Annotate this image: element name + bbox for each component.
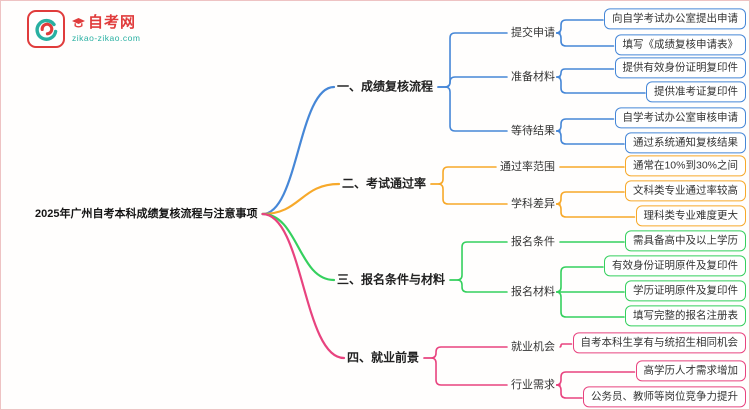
leaf-topic: 文科类专业通过率较高 [625, 180, 746, 202]
connector-line [423, 346, 508, 359]
sub-topic: 报名材料 [511, 286, 555, 298]
connector-line [555, 130, 625, 145]
sub-topic: 报名条件 [511, 236, 555, 248]
connector-line [556, 68, 615, 78]
connector-line [430, 166, 497, 185]
site-name: 自考网 [88, 14, 137, 32]
leaf-topic: 填写完整的报名注册表 [625, 305, 746, 327]
connector-line [555, 291, 625, 318]
leaf-topic: 通过系统通知复核结果 [625, 132, 746, 154]
connector-line [555, 266, 604, 293]
connector-line [555, 371, 636, 386]
graduation-cap-icon [72, 17, 85, 28]
sub-topic: 等待结果 [511, 125, 555, 137]
connector-line [449, 279, 508, 293]
sub-topic: 通过率范围 [500, 161, 555, 173]
logo-text-block: 自考网 zikao-zikao.com [72, 14, 140, 43]
leaf-topic: 自学考试办公室审核申请 [614, 107, 746, 129]
leaf-topic: 高学历人才需求增加 [635, 360, 746, 382]
site-logo[interactable]: 自考网 zikao-zikao.com [27, 10, 140, 48]
branch-topic: 一、成绩复核流程 [337, 79, 434, 94]
swirl-logo-icon [27, 10, 65, 48]
leaf-topic: 填写《成绩复核申请表》 [614, 34, 746, 56]
connector-line [423, 357, 508, 386]
sub-topic: 行业需求 [511, 379, 555, 391]
central-topic: 2025年广州自考本科成绩复核流程与注意事项 [35, 208, 258, 220]
connector-line [555, 191, 625, 205]
branch-topic: 三、报名条件与材料 [337, 272, 446, 287]
connector-line [437, 86, 508, 132]
connector-line [559, 343, 573, 348]
connector-line [261, 182, 341, 216]
site-url: zikao-zikao.com [72, 32, 141, 43]
leaf-topic: 向自学考试办公室提出申请 [604, 8, 746, 30]
connector-line [437, 32, 508, 88]
leaf-topic: 学历证明原件及复印件 [625, 280, 746, 302]
connector-line [437, 76, 508, 88]
sub-topic: 学科差异 [511, 198, 555, 210]
leaf-topic: 需具备高中及以上学历 [625, 230, 746, 252]
sub-topic: 提交申请 [511, 27, 555, 39]
connector-line [555, 203, 636, 218]
leaf-topic: 理科类专业难度更大 [635, 205, 746, 227]
sub-topic: 就业机会 [511, 341, 555, 353]
branch-topic: 二、考试通过率 [342, 176, 427, 191]
connector-line [261, 212, 346, 360]
connector-line [555, 76, 646, 94]
connector-line [261, 85, 336, 216]
leaf-topic: 提供有效身份证明复印件 [614, 57, 746, 79]
connector-line [555, 118, 615, 132]
connector-line [555, 384, 583, 399]
sub-topic: 准备材料 [511, 71, 555, 83]
connector-line [555, 19, 604, 34]
leaf-topic: 有效身份证明原件及复印件 [604, 255, 746, 277]
connector-line [430, 183, 508, 205]
connector-line [449, 241, 508, 281]
leaf-topic: 通常在10%到30%之间 [624, 155, 746, 177]
connector-line [555, 32, 615, 47]
branch-topic: 四、就业前景 [347, 350, 420, 365]
leaf-topic: 自考本科生享有与统招生相同机会 [572, 332, 746, 354]
leaf-topic: 公务员、教师等岗位竞争力提升 [583, 386, 746, 408]
leaf-topic: 提供准考证复印件 [646, 81, 746, 103]
